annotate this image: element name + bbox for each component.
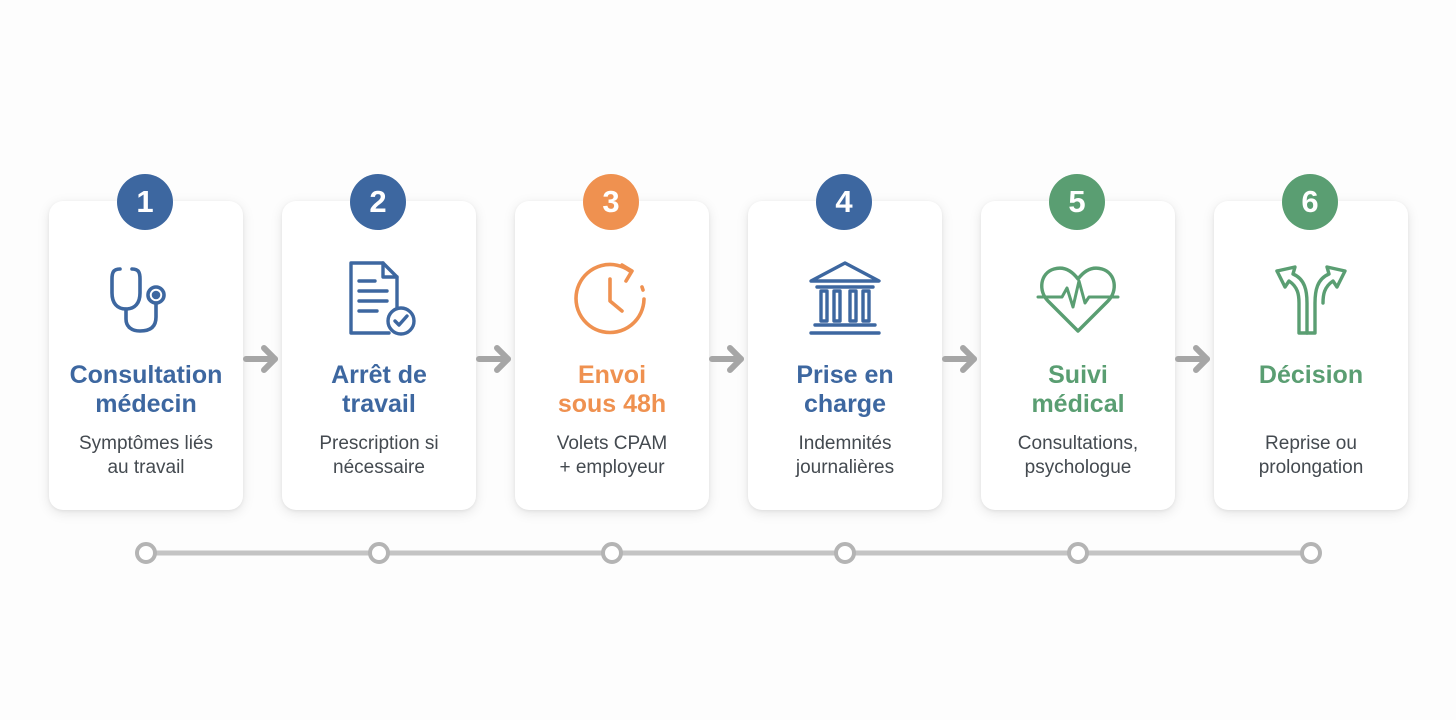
timeline-node bbox=[1067, 542, 1089, 564]
connector-arrow-icon bbox=[475, 340, 515, 378]
split-arrows-icon bbox=[1269, 257, 1353, 341]
timeline-node bbox=[601, 542, 623, 564]
step-description: Volets CPAM+ employeur bbox=[556, 433, 668, 478]
step-number-badge: 5 bbox=[1049, 174, 1105, 230]
step-number-badge: 6 bbox=[1282, 174, 1338, 230]
timeline-node bbox=[135, 542, 157, 564]
clock-icon bbox=[570, 257, 654, 341]
heart-pulse-icon bbox=[1036, 257, 1120, 341]
timeline-node bbox=[368, 542, 390, 564]
document-check-icon bbox=[337, 257, 421, 341]
step-title: Décision bbox=[1258, 361, 1364, 389]
connector-arrow-icon bbox=[708, 340, 748, 378]
connector-arrow-icon bbox=[941, 340, 981, 378]
timeline-node bbox=[1300, 542, 1322, 564]
step-number-badge: 3 bbox=[583, 174, 639, 230]
step-number-badge: 2 bbox=[350, 174, 406, 230]
connector-arrow-icon bbox=[1174, 340, 1214, 378]
timeline-node bbox=[834, 542, 856, 564]
stethoscope-icon bbox=[104, 257, 188, 341]
step-number-badge: 4 bbox=[816, 174, 872, 230]
timeline bbox=[0, 540, 1456, 566]
step-number-badge: 1 bbox=[117, 174, 173, 230]
step-description: Consultations,psychologue bbox=[1017, 433, 1139, 478]
connector-arrow-icon bbox=[242, 340, 282, 378]
bank-building-icon bbox=[803, 257, 887, 341]
